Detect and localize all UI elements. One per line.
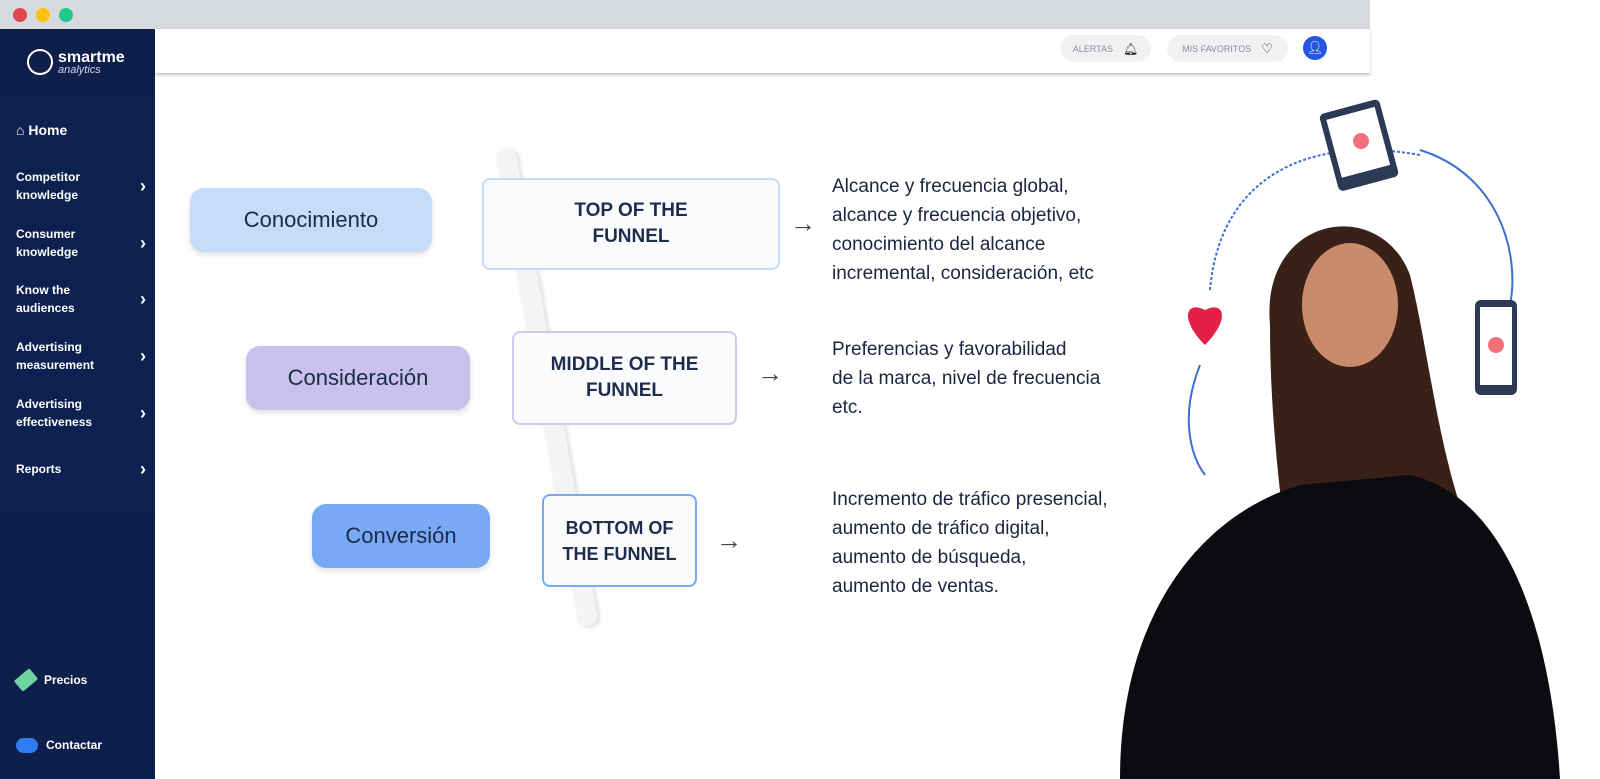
favorites-label: MIS FAVORITOS — [1182, 43, 1252, 54]
brain-logo-icon — [27, 49, 53, 75]
minimize-button[interactable] — [36, 8, 50, 22]
arrow-right-icon: → — [790, 208, 816, 238]
chat-icon — [16, 737, 38, 753]
top-of-funnel-box: TOP OF THE FUNNEL — [482, 178, 780, 270]
middle-funnel-description: Preferencias y favorabilidad de la marca… — [832, 339, 1101, 418]
label: Advertising effectiveness — [16, 397, 93, 429]
bottom-funnel-description: Incremento de tráfico presencial, aument… — [832, 489, 1108, 597]
close-button[interactable] — [13, 8, 27, 22]
bottom-of-funnel-box: BOTTOM OF THE FUNNEL — [542, 494, 697, 587]
chevron-right-icon: › — [140, 346, 146, 366]
brand-name: smartme — [58, 48, 125, 66]
alerts-button[interactable]: ALERTAS 🔔︎ — [1060, 35, 1151, 62]
stage-awareness: Conocimiento — [190, 188, 432, 252]
window-titlebar — [0, 0, 1370, 29]
brand-sub: analytics — [58, 63, 101, 76]
favorites-button[interactable]: MIS FAVORITOS ♡ — [1167, 35, 1288, 62]
top-funnel-description: Alcance y frecuencia global, alcance y f… — [832, 176, 1094, 284]
sidebar-item-consumer[interactable]: Consumer knowledge › — [16, 225, 146, 261]
sidebar-item-ad-effectiveness[interactable]: Advertising effectiveness › — [16, 395, 146, 431]
sidebar-item-home[interactable]: ⌂ Home — [16, 121, 146, 139]
label: Contactar — [46, 738, 103, 752]
alerts-label: ALERTAS — [1072, 43, 1113, 54]
middle-of-funnel-box: MIDDLE OF THE FUNNEL — [512, 331, 737, 425]
phone-icon — [1475, 300, 1517, 395]
sidebar-item-contact[interactable]: Contactar — [16, 736, 146, 754]
sidebar-item-ad-measurement[interactable]: Advertising measurement › — [16, 338, 146, 374]
user-avatar-icon[interactable]: 👤︎ — [1303, 36, 1327, 60]
sidebar: smartme analytics ⌂ Home Competitor know… — [0, 29, 155, 779]
top-header: ALERTAS 🔔︎ MIS FAVORITOS ♡ 👤︎ — [155, 29, 1370, 73]
woman-illustration — [1120, 99, 1560, 779]
nav-panel — [0, 95, 155, 517]
maximize-button[interactable] — [59, 8, 73, 22]
sidebar-item-prices[interactable]: Precios — [13, 668, 146, 692]
arrow-right-icon: → — [716, 525, 742, 555]
label: Consumer knowledge — [16, 227, 79, 259]
chevron-right-icon: › — [140, 176, 146, 196]
label: Competitor knowledge — [16, 170, 80, 202]
stage-conversion: Conversión — [312, 504, 490, 568]
chevron-right-icon: › — [140, 459, 146, 479]
bell-icon: 🔔︎ — [1122, 41, 1139, 56]
chevron-right-icon: › — [140, 403, 146, 423]
sidebar-item-audiences[interactable]: Know the audiences › — [16, 281, 146, 317]
home-icon: ⌂ — [16, 122, 29, 138]
chevron-right-icon: › — [140, 233, 146, 253]
price-tag-icon — [13, 668, 39, 692]
chevron-right-icon: › — [140, 289, 146, 309]
label: Know the audiences — [16, 283, 75, 315]
decor-curve — [1419, 149, 1514, 306]
label: Precios — [44, 673, 88, 687]
sidebar-item-competitor[interactable]: Competitor knowledge › — [16, 168, 146, 204]
sidebar-item-reports[interactable]: Reports › — [16, 460, 146, 478]
tablet-icon — [1319, 99, 1399, 191]
logo[interactable]: smartme analytics — [27, 49, 125, 75]
heart-icon — [1188, 307, 1222, 345]
label: Reports — [16, 462, 62, 476]
stage-consideration: Consideración — [246, 346, 470, 410]
home-label: Home — [28, 122, 68, 138]
heart-icon: ♡ — [1261, 40, 1273, 56]
label: Advertising measurement — [16, 340, 95, 372]
decor-curve — [1187, 364, 1206, 476]
arrow-right-icon: → — [757, 358, 783, 388]
